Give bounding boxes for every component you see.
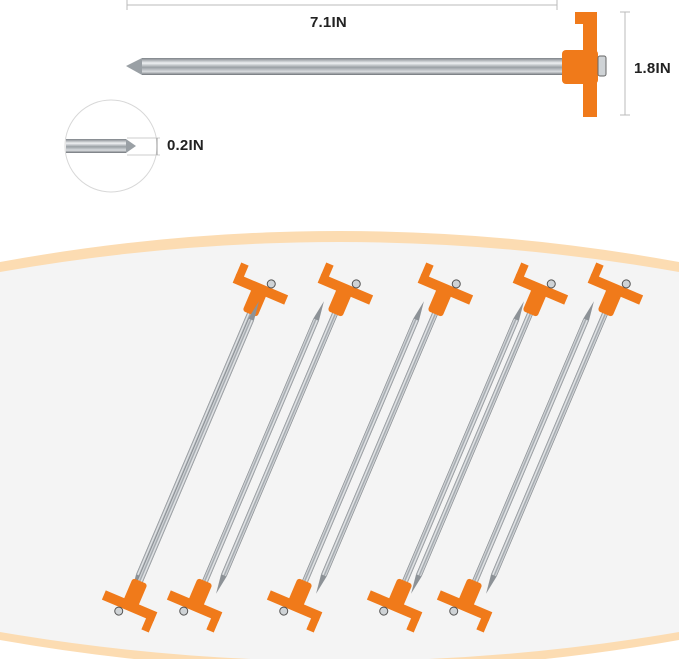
tip-diameter-label: 0.2IN (167, 137, 204, 154)
length-label: 7.1IN (310, 14, 347, 31)
stake-top-view (126, 12, 607, 117)
head-width-label: 1.8IN (634, 60, 671, 77)
panel-background (0, 242, 679, 659)
